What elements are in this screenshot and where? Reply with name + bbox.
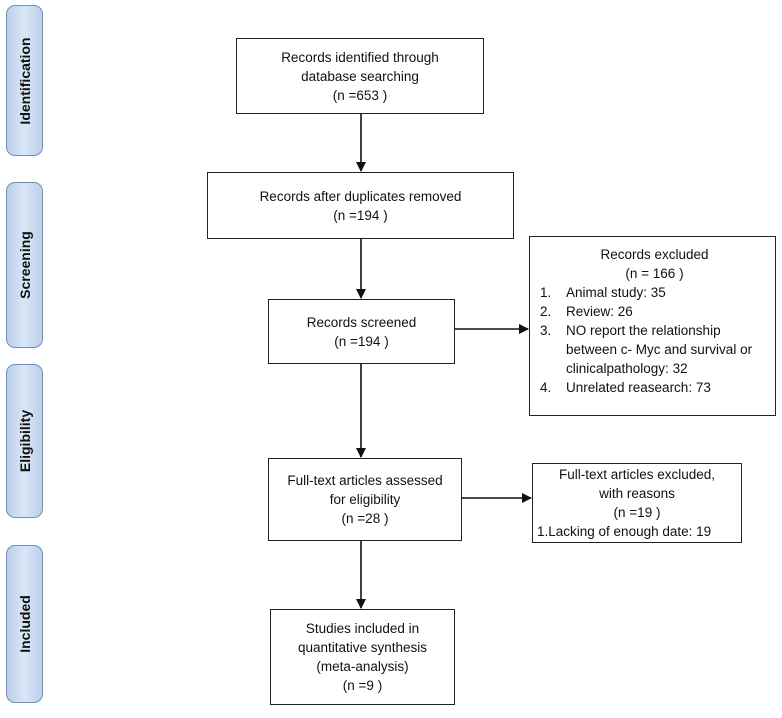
box-fulltext-excluded: Full-text articles excluded, with reason… <box>532 463 742 543</box>
phase-included: Included <box>6 545 43 703</box>
identified-count: (n =653 ) <box>332 87 388 103</box>
screened-count: (n =194 ) <box>334 333 389 349</box>
fulltext-line1: Full-text articles assessed <box>287 473 443 488</box>
included-line2: quantitative synthesis <box>297 640 428 655</box>
excluded-count: (n = 166 ) <box>625 266 684 281</box>
excluded-reason-number: 2. <box>540 304 552 319</box>
excluded-reason: 3. NO report the relationship between c- … <box>540 321 769 378</box>
fulltext-count: (n =28 ) <box>341 511 389 526</box>
excluded-title: Records excluded <box>600 247 709 262</box>
fulltext-excluded-line2: with reasons <box>599 486 675 501</box>
box-records-excluded: Records excluded (n = 166 ) 1. Animal stu… <box>529 236 776 416</box>
phase-identification: Identification <box>6 5 43 156</box>
box-fulltext-assessed: Full-text articles assessed for eligibil… <box>268 458 462 541</box>
excluded-reason: 2. Review: 26 <box>540 302 769 321</box>
excluded-reason-number: 1. <box>540 285 552 300</box>
included-count: (n =9 ) <box>342 678 383 693</box>
box-records-identified: Records identified through database sear… <box>236 38 484 114</box>
phase-eligibility: Eligibility <box>6 364 43 518</box>
excluded-reasons-list: 1. Animal study: 35 2. Review: 26 3. NO rep… <box>540 283 769 397</box>
excluded-reason-text: Animal study: 35 <box>566 285 666 300</box>
phase-screening: Screening <box>6 182 43 348</box>
fulltext-excluded-reason: 1.Lacking of enough date: 19 <box>537 524 712 539</box>
fulltext-excluded-line1: Full-text articles excluded, <box>558 467 716 482</box>
duplicates-count: (n =194 ) <box>333 207 388 223</box>
fulltext-excluded-count: (n =19 ) <box>613 505 661 520</box>
included-line3: (meta-analysis) <box>316 659 409 674</box>
box-after-duplicates: Records after duplicates removed (n =194… <box>207 172 514 239</box>
excluded-reason: 1. Animal study: 35 <box>540 283 769 302</box>
included-line1: Studies included in <box>305 621 420 636</box>
screened-line1: Records screened <box>306 314 417 330</box>
identified-line1: Records identified through <box>281 49 439 65</box>
identified-line2: database searching <box>301 68 419 84</box>
excluded-reason-text: NO report the relationship between c- My… <box>566 323 753 376</box>
box-studies-included: Studies included in quantitative synthes… <box>270 609 455 705</box>
box-records-screened: Records screened (n =194 ) <box>268 299 455 364</box>
excluded-reason-text: Review: 26 <box>566 304 633 319</box>
excluded-reason-number: 4. <box>540 380 552 395</box>
fulltext-line2: for eligibility <box>329 492 401 507</box>
excluded-reason-number: 3. <box>540 323 552 338</box>
excluded-reason-text: Unrelated reasearch: 73 <box>566 380 711 395</box>
excluded-reason: 4. Unrelated reasearch: 73 <box>540 378 769 397</box>
duplicates-line1: Records after duplicates removed <box>259 188 462 204</box>
